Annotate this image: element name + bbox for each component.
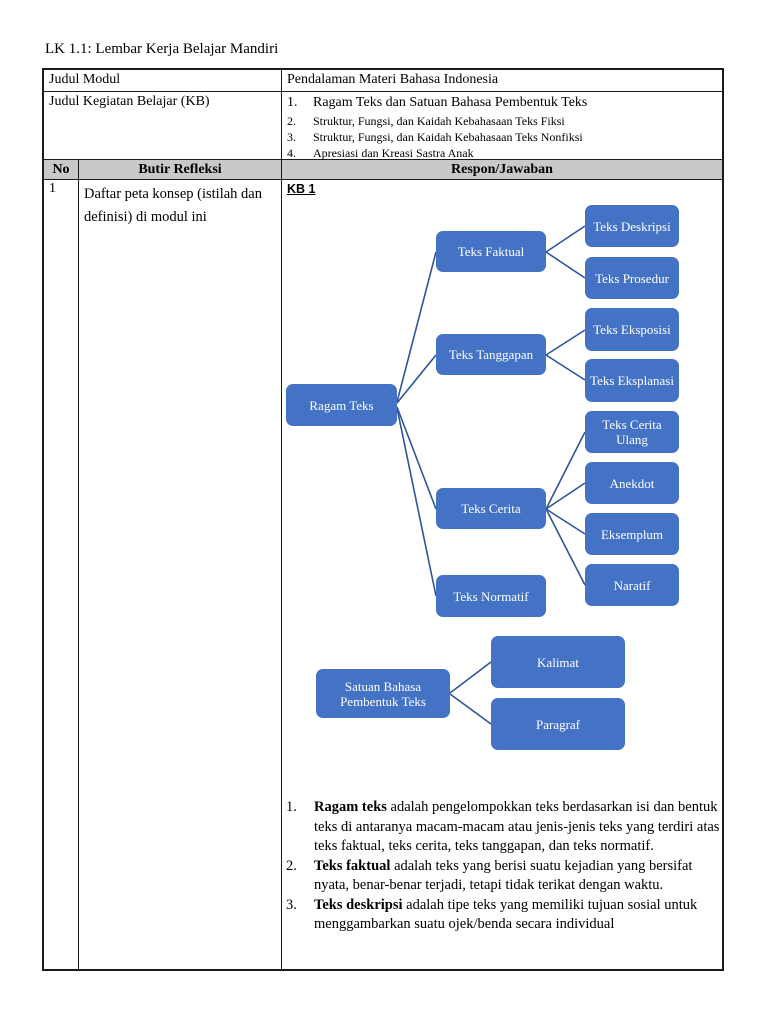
kb-item-number: 2. <box>287 114 296 128</box>
definition-item: 2. Teks faktual adalah teks yang berisi … <box>286 857 720 896</box>
node-teks-cerita-ulang: Teks Cerita Ulang <box>585 411 679 453</box>
kb-item-number: 1. <box>287 95 298 110</box>
node-eksemplum: Eksemplum <box>585 513 679 555</box>
node-satuan-bahasa-pembentuk-teks: Satuan Bahasa Pembentuk Teks <box>316 669 450 718</box>
kb-list-item: 4. Apresiasi dan Kreasi Sastra Anak <box>287 145 717 161</box>
kb-item-number: 3. <box>287 130 296 144</box>
definition-number: 1. <box>286 799 297 815</box>
judul-modul-label: Judul Modul <box>44 70 282 91</box>
definition-text: Teks deskripsi adalah tipe teks yang mem… <box>314 896 698 933</box>
kb-item-text: Apresiasi dan Kreasi Sastra Anak <box>313 146 474 160</box>
definition-term: Teks deskripsi <box>314 896 403 913</box>
node-teks-cerita: Teks Cerita <box>436 488 546 529</box>
header-respon-jawaban: Respon/Jawaban <box>451 162 553 177</box>
table-header-row: No Butir Refleksi Respon/Jawaban <box>44 160 722 180</box>
kb1-section-label: KB 1 <box>287 182 316 196</box>
judul-kb-label: Judul Kegiatan Belajar (KB) <box>44 92 282 159</box>
connector-lines <box>396 225 586 725</box>
node-ragam-teks: Ragam Teks <box>286 384 397 426</box>
respon-jawaban-cell: KB 1 <box>282 180 722 969</box>
header-no: No <box>44 160 79 179</box>
node-teks-eksplanasi: Teks Eksplanasi <box>585 359 679 402</box>
concept-map-diagram: Ragam Teks Teks Faktual Teks Tanggapan T… <box>282 180 728 780</box>
kb-list-item: 1. Ragam Teks dan Satuan Bahasa Pembentu… <box>287 95 717 111</box>
definition-number: 3. <box>286 896 297 913</box>
row-judul-modul: Judul Modul Pendalaman Materi Bahasa Ind… <box>44 70 722 92</box>
node-anekdot: Anekdot <box>585 462 679 504</box>
node-naratif: Naratif <box>585 564 679 606</box>
definition-number: 2. <box>286 857 297 874</box>
definition-term: Ragam teks <box>314 799 387 815</box>
kb-list: 1. Ragam Teks dan Satuan Bahasa Pembentu… <box>287 95 717 161</box>
node-teks-prosedur: Teks Prosedur <box>585 257 679 299</box>
node-kalimat: Kalimat <box>491 636 625 688</box>
kb-item-number: 4. <box>287 146 296 160</box>
kb-list-item: 2. Struktur, Fungsi, dan Kaidah Kebahasa… <box>287 113 717 129</box>
node-teks-normatif: Teks Normatif <box>436 575 546 617</box>
header-butir-refleksi: Butir Refleksi <box>79 160 282 179</box>
kb-list-item: 3. Struktur, Fungsi, dan Kaidah Kebahasa… <box>287 129 717 145</box>
definitions-list: 1. Ragam teks adalah pengelompokkan teks… <box>286 798 720 935</box>
kb-item-text: Struktur, Fungsi, dan Kaidah Kebahasaan … <box>313 130 583 144</box>
node-paragraf: Paragraf <box>491 698 625 750</box>
judul-modul-value: Pendalaman Materi Bahasa Indonesia <box>287 72 499 87</box>
content-row: 1 Daftar peta konsep (istilah dan defini… <box>44 180 722 969</box>
definition-item: 1. Ragam teks adalah pengelompokkan teks… <box>286 798 720 857</box>
butir-refleksi-cell: Daftar peta konsep (istilah dan definisi… <box>79 180 282 969</box>
node-teks-deskripsi: Teks Deskripsi <box>585 205 679 247</box>
document-title: LK 1.1: Lembar Kerja Belajar Mandiri <box>45 41 279 57</box>
definition-text: Teks faktual adalah teks yang berisi sua… <box>314 857 693 894</box>
definition-term: Teks faktual <box>314 857 391 874</box>
kb-item-text: Ragam Teks dan Satuan Bahasa Pembentuk T… <box>313 95 588 110</box>
node-teks-faktual: Teks Faktual <box>436 231 546 272</box>
definition-text: Ragam teks adalah pengelompokkan teks be… <box>314 799 720 854</box>
judul-kb-value: 1. Ragam Teks dan Satuan Bahasa Pembentu… <box>282 92 722 161</box>
worksheet-table: Judul Modul Pendalaman Materi Bahasa Ind… <box>42 68 724 971</box>
row-judul-kb: Judul Kegiatan Belajar (KB) 1. Ragam Tek… <box>44 92 722 160</box>
row-number-cell: 1 <box>44 180 79 969</box>
node-teks-eksposisi: Teks Eksposisi <box>585 308 679 351</box>
kb-item-text: Struktur, Fungsi, dan Kaidah Kebahasaan … <box>313 114 565 128</box>
node-teks-tanggapan: Teks Tanggapan <box>436 334 546 375</box>
butir-refleksi-text: Daftar peta konsep (istilah dan definisi… <box>84 186 262 225</box>
definition-item: 3. Teks deskripsi adalah tipe teks yang … <box>286 896 720 935</box>
